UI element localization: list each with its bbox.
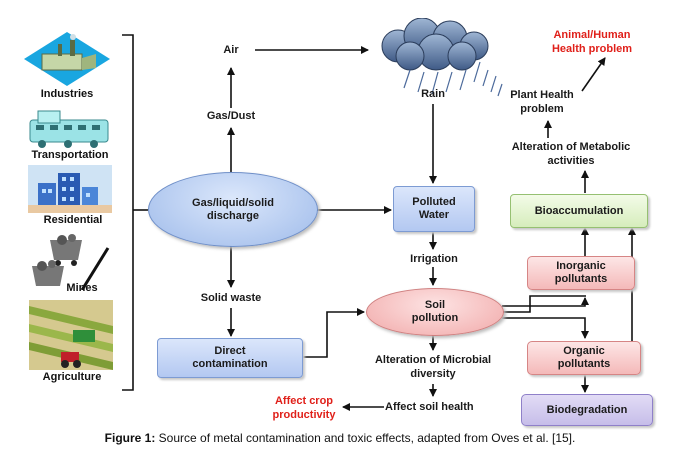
- source-label-residential: Residential: [43, 214, 103, 226]
- figure-caption-text: Source of metal contamination and toxic …: [155, 431, 576, 445]
- animal-health-label: Animal/Human Health problem: [551, 29, 633, 55]
- direct-contamination-box: Direct contamination: [157, 338, 303, 378]
- source-label-industries: Industries: [40, 88, 94, 100]
- buildings-icon: [28, 165, 112, 213]
- source-label-agriculture: Agriculture: [42, 371, 102, 383]
- air-label: Air: [223, 44, 239, 56]
- affect-soil-health-label: Affect soil health: [385, 401, 474, 413]
- alteration-metabolic-label: Alteration of Metabolic activities: [511, 141, 631, 167]
- inorganic-pollutants-box: Inorganic pollutants: [527, 256, 635, 290]
- alteration-microbial-label: Alteration of Microbial diversity: [374, 354, 492, 380]
- figure-caption: Figure 1: Source of metal contamination …: [0, 431, 680, 445]
- factory-icon: [22, 30, 112, 88]
- solid-waste-label: Solid waste: [200, 292, 262, 304]
- affect-crop-label: Affect crop productivity: [272, 395, 336, 421]
- plant-health-label: Plant Health problem: [510, 89, 574, 115]
- rain-cloud-icon: [370, 18, 510, 104]
- farm-field-icon: [29, 300, 113, 370]
- biodegradation-box: Biodegradation: [521, 394, 653, 426]
- rain-label: Rain: [421, 88, 445, 100]
- discharge-ellipse: Gas/liquid/solid discharge: [148, 172, 318, 247]
- gas-dust-label: Gas/Dust: [206, 110, 256, 122]
- irrigation-label: Irrigation: [410, 253, 458, 265]
- source-label-mines: Mines: [66, 282, 98, 294]
- discharge-label: Gas/liquid/solid discharge: [192, 196, 274, 222]
- bioaccumulation-box: Bioaccumulation: [510, 194, 648, 228]
- soil-pollution-ellipse: Soil pollution: [366, 288, 504, 336]
- figure-caption-prefix: Figure 1:: [104, 431, 156, 445]
- polluted-water-box: Polluted Water: [393, 186, 475, 232]
- source-label-transportation: Transportation: [31, 149, 109, 161]
- train-icon: [28, 108, 110, 150]
- organic-pollutants-box: Organic pollutants: [527, 341, 641, 375]
- mine-cart-icon: [28, 234, 112, 290]
